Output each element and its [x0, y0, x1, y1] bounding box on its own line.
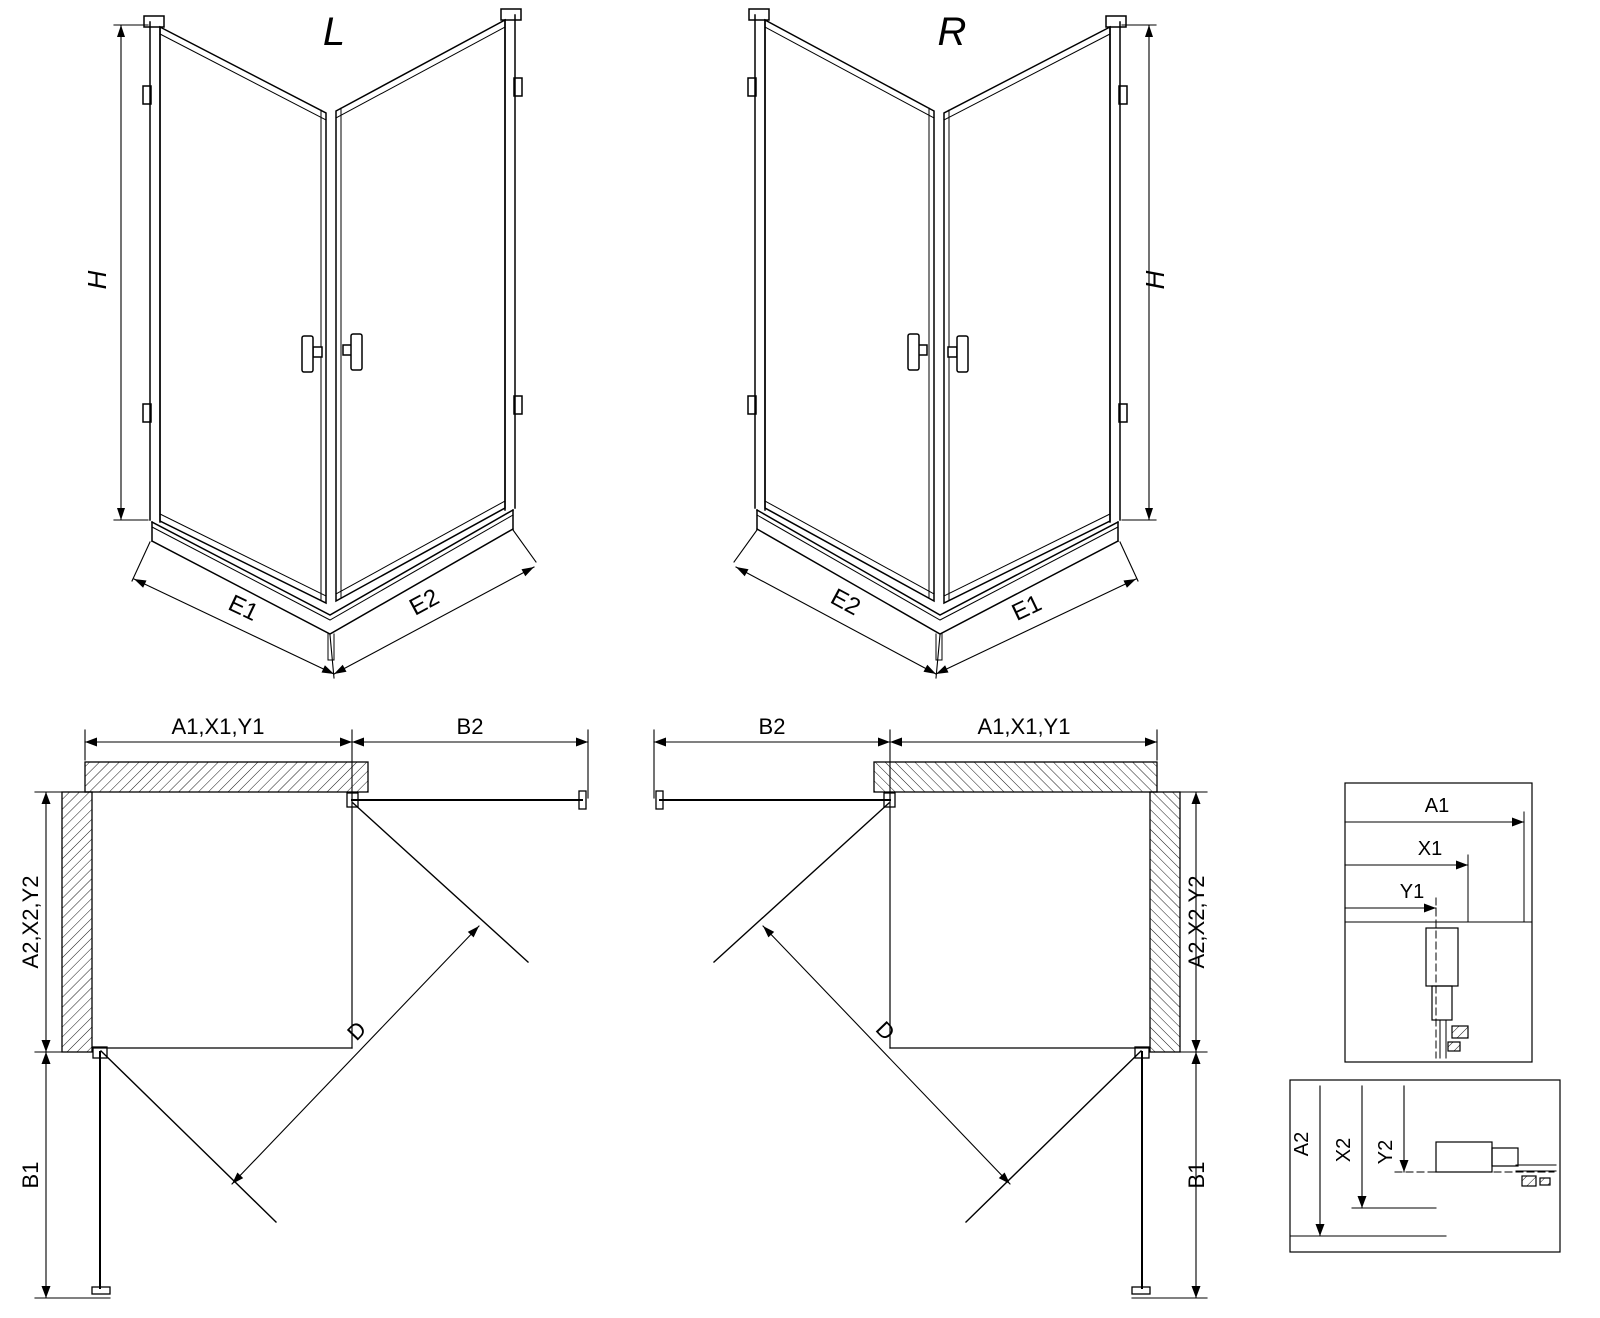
detail-frame: [1289, 1079, 1561, 1253]
dim-label-b2-right-plan: B2: [759, 714, 786, 739]
detail-dim-a1: A1: [1425, 795, 1449, 817]
plan-view-left: [34, 729, 589, 1299]
perspective-view-left: [113, 8, 537, 679]
profile-section: [1425, 927, 1469, 1059]
detail-view-vertical: [1289, 1079, 1561, 1253]
dim-label-d-right-plan: D: [871, 1016, 900, 1045]
dim-label-b1-left-plan: B1: [18, 1162, 43, 1189]
detail-dim-a2: A2: [1291, 1132, 1313, 1156]
variant-label-left: L: [323, 10, 345, 54]
dim-label-height-left: H: [82, 270, 112, 289]
dim-label-a2-left-plan: A2,X2,Y2: [18, 876, 43, 969]
detail-dim-y1: Y1: [1400, 881, 1424, 903]
dim-label-height-right: H: [1140, 270, 1170, 289]
dim-label-b1-right-plan: B1: [1184, 1162, 1209, 1189]
detail-dim-x2: X2: [1333, 1138, 1355, 1162]
dim-label-d-left-plan: D: [342, 1016, 371, 1045]
detail-dim-x1: X1: [1418, 838, 1442, 860]
perspective-view-right: [733, 8, 1157, 679]
detail-view-horizontal: [1344, 782, 1533, 1063]
dim-label-e2-left-view: E2: [405, 584, 444, 622]
dim-label-a1-right-plan: A1,X1,Y1: [978, 714, 1071, 739]
dim-label-b2-left-plan: B2: [457, 714, 484, 739]
profile-section: [1435, 1141, 1557, 1187]
dim-label-a2-right-plan: A2,X2,Y2: [1184, 876, 1209, 969]
detail-dim-y2: Y2: [1375, 1140, 1397, 1164]
plan-view-right: [653, 729, 1208, 1299]
dim-label-e2-right-view: E2: [826, 584, 865, 622]
dim-label-a1-left-plan: A1,X1,Y1: [172, 714, 265, 739]
variant-label-right: R: [938, 10, 967, 54]
